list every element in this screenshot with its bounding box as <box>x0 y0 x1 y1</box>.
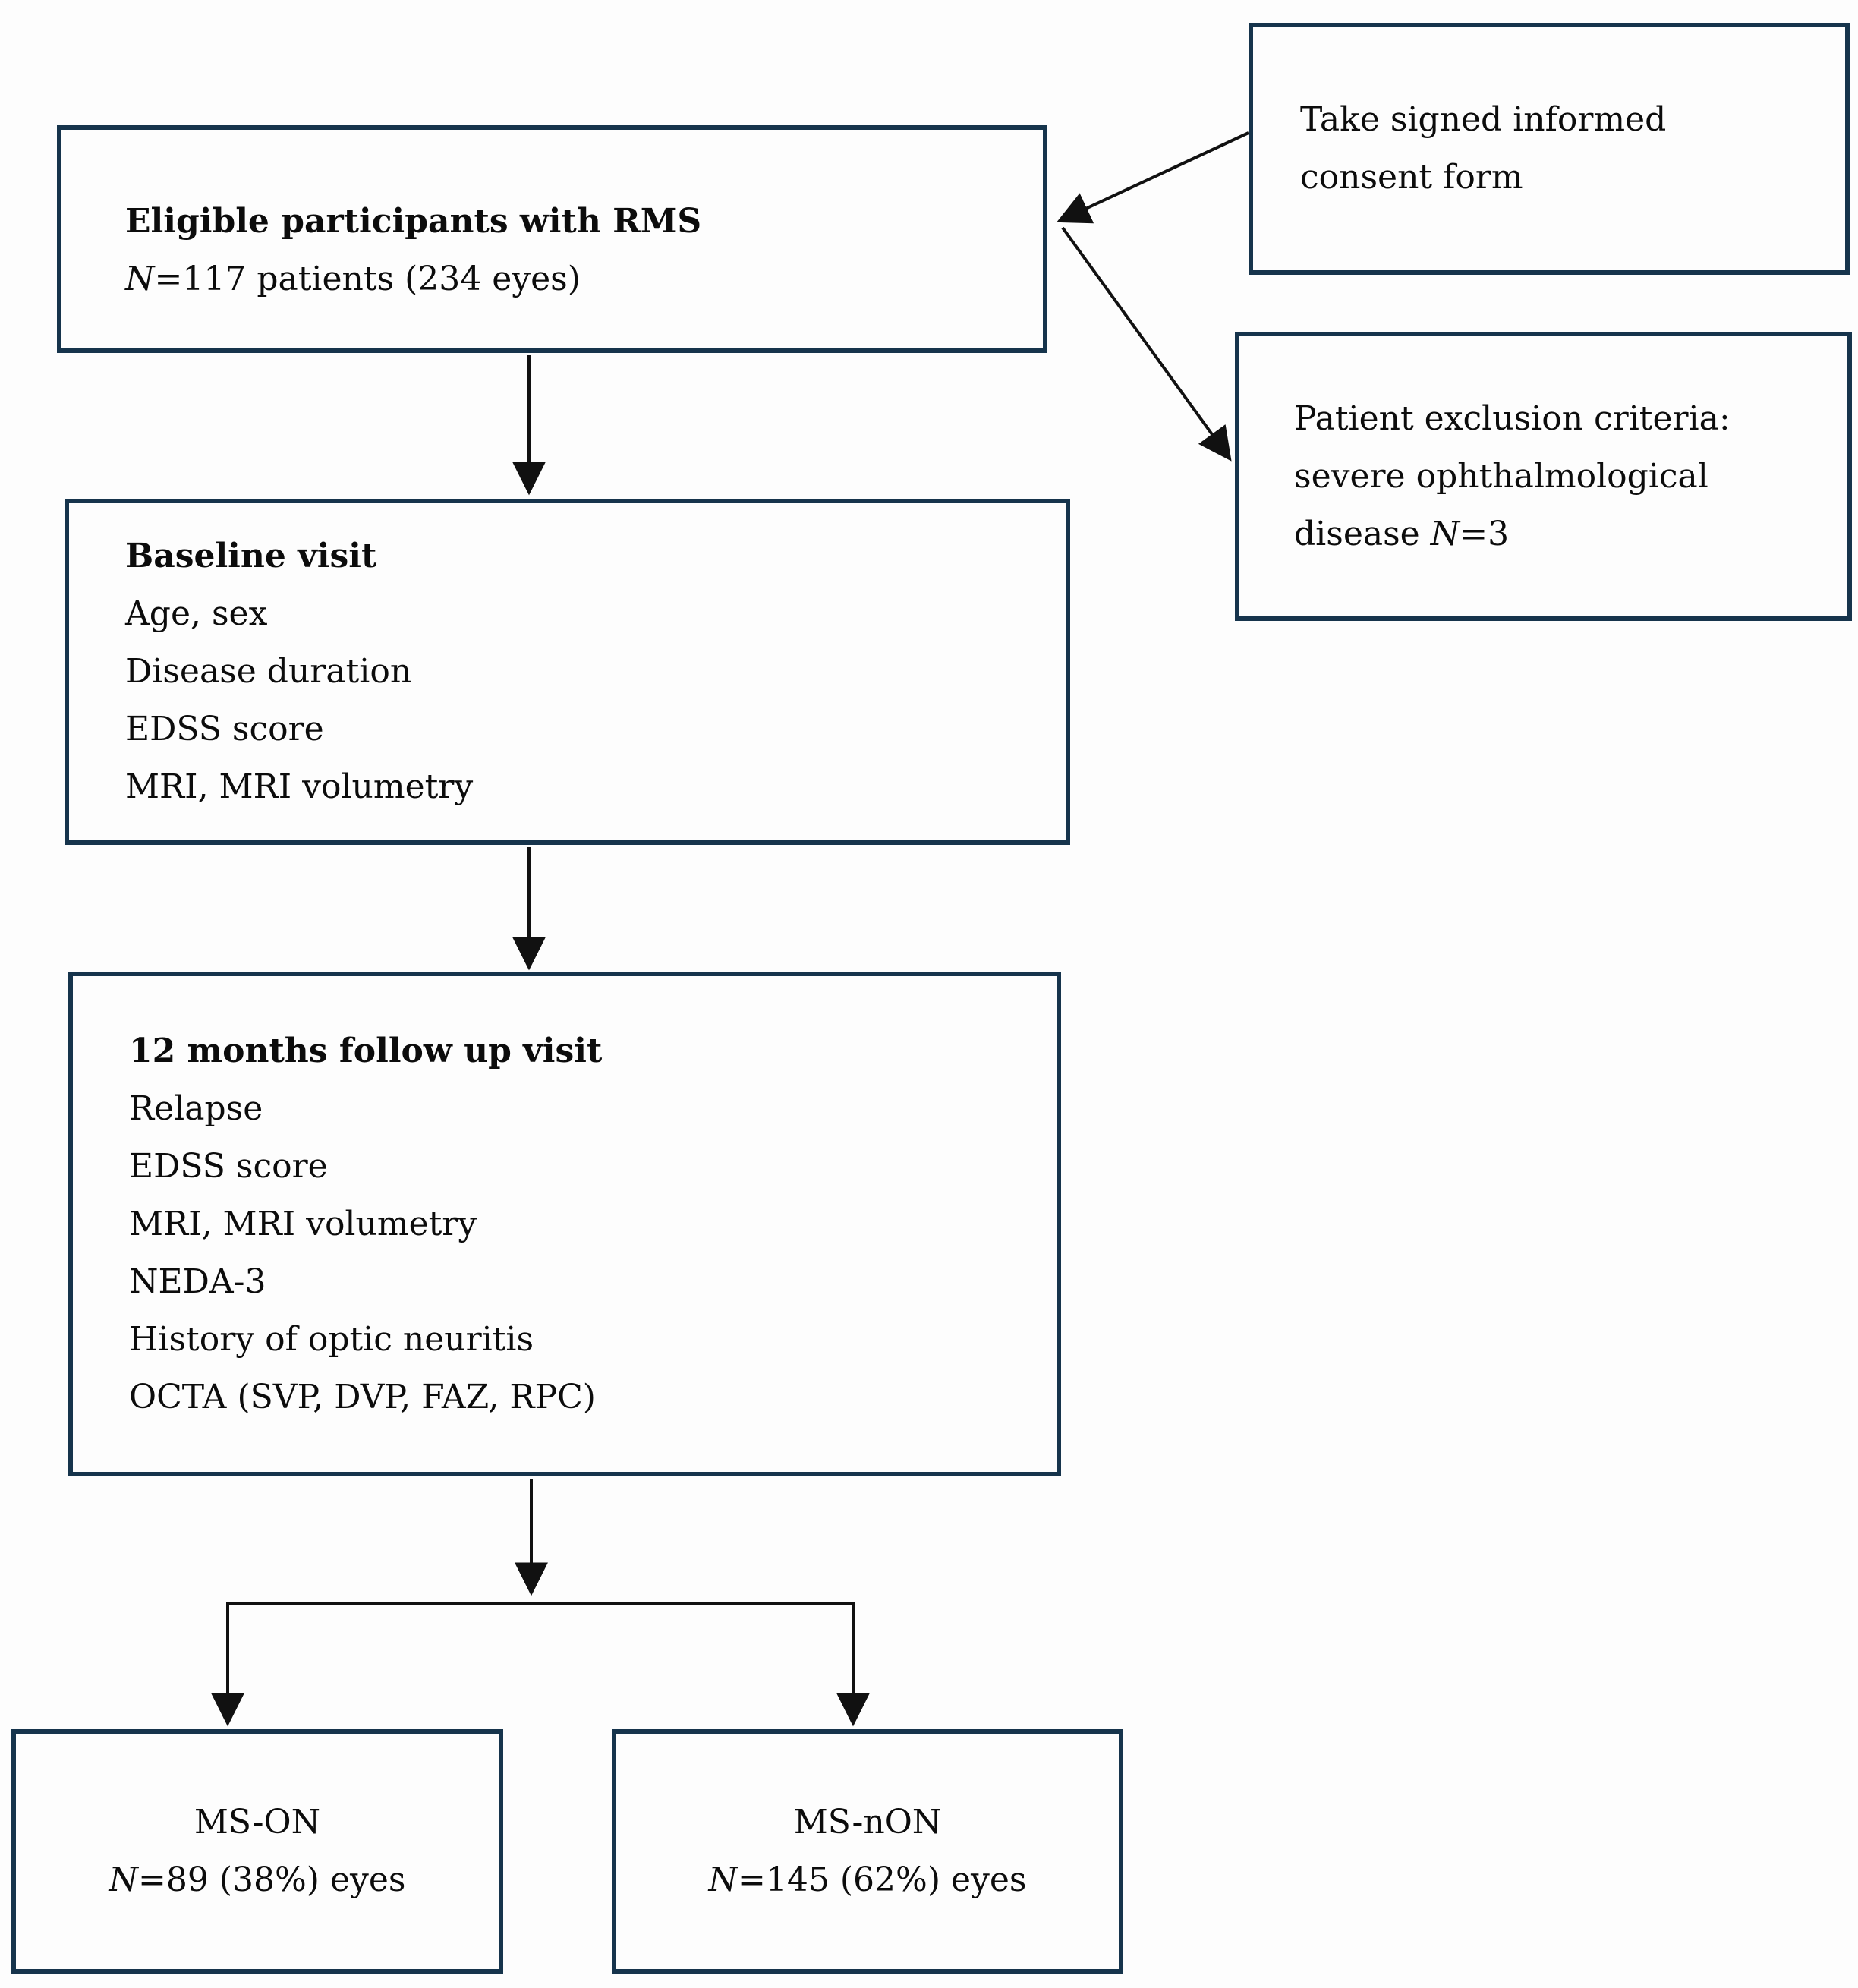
consent-line-2: consent form <box>1300 158 1523 197</box>
box-ms-non-group: MS-nON N=145 (62%) eyes <box>612 1729 1123 1974</box>
mson-count: N=89 (38%) eyes <box>16 1851 499 1909</box>
baseline-item: EDSS score <box>125 710 324 748</box>
arrow-eligible-to-exclusion <box>1061 226 1232 462</box>
eligible-count: N=117 patients (234 eyes) <box>125 250 1012 308</box>
n-symbol: N <box>708 1860 738 1899</box>
box-informed-consent: Take signed informed consent form <box>1249 23 1850 275</box>
followup-item: EDSS score <box>129 1146 328 1186</box>
n-symbol: N <box>1430 514 1460 553</box>
msnon-title: MS-nON <box>793 1803 942 1841</box>
eligible-title: Eligible participants with RMS <box>125 202 702 241</box>
box-followup-visit: 12 months follow up visit Relapse EDSS s… <box>68 972 1061 1476</box>
followup-item: MRI, MRI volumetry <box>129 1204 477 1243</box>
baseline-item: MRI, MRI volumetry <box>125 767 474 806</box>
mson-count-rest: =89 (38%) eyes <box>138 1860 406 1899</box>
box-ms-on-group: MS-ON N=89 (38%) eyes <box>11 1729 503 1974</box>
baseline-item: Age, sex <box>125 594 268 633</box>
exclusion-line-2: severe ophthalmological <box>1294 456 1708 496</box>
exclusion-count-rest: =3 <box>1460 514 1510 553</box>
followup-item: NEDA-3 <box>129 1262 266 1301</box>
eligible-count-rest: =117 patients (234 eyes) <box>154 260 581 298</box>
msnon-count-rest: =145 (62%) eyes <box>738 1860 1027 1899</box>
followup-item: OCTA (SVP, DVP, FAZ, RPC) <box>129 1377 596 1416</box>
baseline-title: Baseline visit <box>125 537 377 575</box>
n-symbol: N <box>125 260 155 298</box>
consent-line-1: Take signed informed <box>1300 100 1667 139</box>
box-exclusion-criteria: Patient exclusion criteria: severe ophth… <box>1235 332 1852 621</box>
followup-title: 12 months follow up visit <box>129 1031 603 1070</box>
exclusion-line-3: disease N=3 <box>1294 506 1847 563</box>
box-eligible-participants: Eligible participants with RMS N=117 pat… <box>57 125 1047 353</box>
arrow-consent-to-eligible <box>1057 131 1249 224</box>
box-baseline-visit: Baseline visit Age, sex Disease duration… <box>65 499 1070 845</box>
msnon-count: N=145 (62%) eyes <box>616 1851 1119 1909</box>
followup-item: Relapse <box>129 1089 263 1128</box>
n-symbol: N <box>109 1860 139 1899</box>
exclusion-line-1: Patient exclusion criteria: <box>1294 399 1730 438</box>
exclusion-line-3-prefix: disease <box>1294 514 1431 553</box>
baseline-item: Disease duration <box>125 652 412 691</box>
mson-title: MS-ON <box>194 1803 321 1841</box>
followup-item: History of optic neuritis <box>129 1319 534 1359</box>
